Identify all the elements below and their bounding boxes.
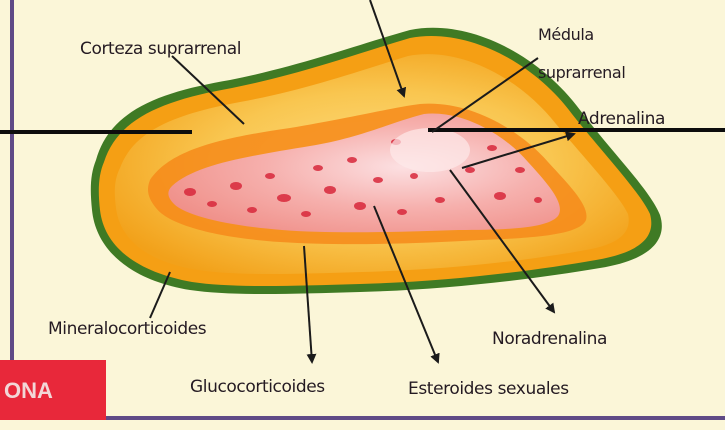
label-adrenalina: Adrenalina xyxy=(578,109,665,129)
badge-text: ONA xyxy=(4,378,53,403)
label-corteza: Corteza suprarrenal xyxy=(80,39,241,59)
label-glucocorticoides: Glucocorticoides xyxy=(190,377,325,397)
label-esteroides: Esteroides sexuales xyxy=(408,379,569,399)
label-medula-line2: suprarrenal xyxy=(538,63,625,82)
label-medula-line1: Médula xyxy=(538,25,594,44)
label-noradrenalina: Noradrenalina xyxy=(492,329,607,349)
medulla-highlight xyxy=(390,128,470,172)
label-mineralocorticoides: Mineralocorticoides xyxy=(48,319,207,339)
